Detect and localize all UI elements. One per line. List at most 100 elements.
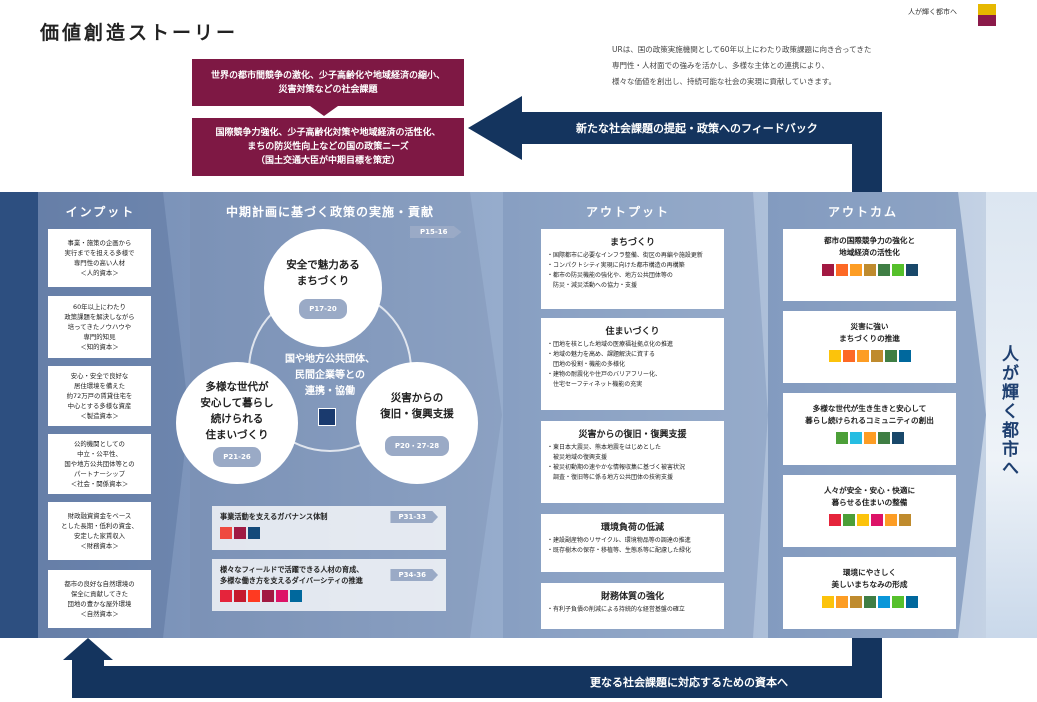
input-line: 安定した家賃収入 xyxy=(73,532,126,540)
issues-line: 災害対策などの社会課題 xyxy=(278,84,378,95)
output-card-town: まちづくり ・国際都市に必要なインフラ整備、街区の再編や施設更新 ・コンパクトシ… xyxy=(541,229,724,309)
sdg-icon xyxy=(262,590,274,602)
sdg-icon xyxy=(290,590,302,602)
sdg-icon xyxy=(849,596,862,608)
output-card-disaster: 災害からの復旧・復興支援 ・東日本大震災、熊本地震をはじめとした 被災地域の復興… xyxy=(541,421,724,503)
outcome-line: まちづくりの推進 xyxy=(839,334,900,343)
input-line: 中立・公平性、 xyxy=(77,450,122,458)
needs-line: （国土交通大臣が中期目標を策定） xyxy=(255,156,400,166)
input-line: 団地の豊かな屋外環境 xyxy=(67,600,132,608)
page-tag-mid[interactable]: P15-16 xyxy=(410,226,462,238)
input-line: 国や地方公共団体等との xyxy=(64,460,135,468)
issues-line: 世界の都市間競争の激化、少子高齢化や地域経済の縮小、 xyxy=(210,70,445,81)
sdg-icon xyxy=(220,590,232,602)
center-line: 国や地方公共団体、 xyxy=(285,354,375,365)
outcome-line: 暮らせる住まいの整備 xyxy=(831,498,908,507)
output-item: 防災・減災活動への協力・支援 xyxy=(547,282,638,289)
intro-line: 様々な価値を創出し、持続可能な社会の実現に貢献していきます。 xyxy=(612,77,837,86)
outcome-card-resilience: 災害に強い まちづくりの推進 xyxy=(783,311,956,383)
circle-line: 災害からの xyxy=(390,392,444,404)
feedback-arrow: 新たな社会課題の提起・政策へのフィードバック xyxy=(520,112,882,144)
governance-box: 事業活動を支えるガバナンス体制 P31-33 xyxy=(212,506,446,550)
output-item: ・建物の耐震化や住戸のバリアフリー化、 xyxy=(547,371,662,378)
output-item: ・被災初動期の速やかな情報収集に基づく被害状況 xyxy=(547,464,686,471)
intro-line: 専門性・人材面での強みを活かし、多様な主体との連携により、 xyxy=(612,61,829,70)
sdg-icon xyxy=(891,596,904,608)
output-card-environment: 環境負荷の低減 ・建設副産物のリサイクル、環境物品等の調達の推進 ・既存樹木の保… xyxy=(541,514,724,572)
outcome-line: 多様な世代が生き生きと安心して xyxy=(812,404,927,413)
sdg-icon xyxy=(905,264,918,276)
sdg-icon xyxy=(877,264,890,276)
input-line: 専門性の高い人材 xyxy=(73,259,126,267)
bottom-arrow-stem xyxy=(72,655,104,698)
mid-heading: 中期計画に基づく政策の実施・貢献 xyxy=(225,205,434,219)
output-item: ・建設副産物のリサイクル、環境物品等の調達の推進 xyxy=(547,537,691,544)
page-tag[interactable]: P21-26 xyxy=(213,447,261,467)
circle-line: 多様な世代が xyxy=(205,381,269,393)
page-tag[interactable]: P31-33 xyxy=(390,511,438,523)
diversity-line: 様々なフィールドで活躍できる人材の育成、 xyxy=(220,565,364,574)
sdg-icon xyxy=(891,432,904,444)
band-left-edge xyxy=(0,192,38,638)
output-item: 調査・復旧等に係る地方公共団体の技術支援 xyxy=(547,474,674,481)
output-item: ・国際都市に必要なインフラ整備、街区の再編や施設更新 xyxy=(547,252,703,259)
sdg-icon xyxy=(863,264,876,276)
output-item: ・コンパクトシティ実現に向けた都市構造の再構築 xyxy=(547,262,685,269)
sdg-icon xyxy=(835,596,848,608)
needs-line: まちの防災性向上などの国の政策ニーズ xyxy=(247,142,409,152)
intro-text: URは、国の政策実施機関として60年以上にわたり政策課題に向き合ってきた 専門性… xyxy=(612,42,942,90)
outcome-line: 都市の国際競争力の強化と xyxy=(823,236,916,245)
circle-line: 住まいづくり xyxy=(205,429,269,441)
output-heading: アウトプット xyxy=(585,205,670,219)
circle-line: 復旧・復興支援 xyxy=(380,408,454,420)
governance-label: 事業活動を支えるガバナンス体制 xyxy=(220,512,328,521)
input-line: ＜人的資本＞ xyxy=(80,269,119,277)
input-heading: インプット xyxy=(65,205,136,219)
outcome-line: 人々が安全・安心・快適に xyxy=(823,486,916,495)
capital-arrow: 更なる社会課題に対応するための資本へ xyxy=(72,666,882,698)
input-line: 居住環境を備えた xyxy=(73,382,126,390)
top-link[interactable]: 人が輝く都市へ xyxy=(908,8,957,16)
center-line: 連携・協働 xyxy=(305,386,355,397)
sdg-icon xyxy=(821,264,834,276)
sdg-icon xyxy=(220,527,232,539)
input-line: ＜社会・関係資本＞ xyxy=(70,480,129,488)
center-line: 民間企業等との xyxy=(295,370,365,381)
output-title: 環境負荷の低減 xyxy=(600,523,664,533)
outcome-card-competitiveness: 都市の国際競争力の強化と 地域経済の活性化 xyxy=(783,229,956,301)
page-tag[interactable]: P17-20 xyxy=(299,299,347,319)
input-line: ＜製造資本＞ xyxy=(80,412,119,420)
sdg-icon xyxy=(835,264,848,276)
output-title: 住まいづくり xyxy=(605,327,660,337)
input-card-natural: 都市の良好な自然環境の 保全に貢献してきた 団地の豊かな屋外環境 ＜自然資本＞ xyxy=(48,570,151,628)
output-item: ・有利子負債の削減による持続的な経営基盤の確立 xyxy=(547,606,685,613)
outcome-card-housing: 人々が安全・安心・快適に 暮らせる住まいの整備 xyxy=(783,475,956,547)
social-issues-box: 世界の都市間競争の激化、少子高齢化や地域経済の縮小、 災害対策などの社会課題 xyxy=(192,59,464,106)
input-card-intellectual: 60年以上にわたり 政策課題を解決しながら 培ってきたノウハウや 専門的知見 ＜… xyxy=(48,296,151,358)
input-line: 都市の良好な自然環境の xyxy=(64,580,135,588)
arrow-down-icon xyxy=(310,106,338,116)
sdg-icon xyxy=(248,527,260,539)
input-card-manufactured: 安心・安全で良好な 居住環境を備えた 約72万戸の賃貸住宅を 中心とする多様な資… xyxy=(48,366,151,426)
sdg-icon xyxy=(863,432,876,444)
sdg-icon xyxy=(849,264,862,276)
sdg-icon xyxy=(870,350,883,362)
circle-line: 安心して暮らし xyxy=(200,397,274,409)
sdg-icon xyxy=(849,432,862,444)
output-card-housing: 住まいづくり ・団地を核とした地域の医療福祉拠点化の推進 ・地域の魅力を高め、課… xyxy=(541,318,724,410)
input-line: ＜財務資本＞ xyxy=(80,542,119,550)
outcome-line: 地域経済の活性化 xyxy=(839,248,900,257)
page-tag[interactable]: P20・27-28 xyxy=(384,436,450,456)
sdg-icon xyxy=(884,514,897,526)
output-item: 住宅セーフティネット機能の充実 xyxy=(547,381,643,388)
intro-line: URは、国の政策実施機関として60年以上にわたり政策課題に向き合ってきた xyxy=(612,45,872,54)
outcome-heading: アウトカム xyxy=(827,205,898,219)
output-item: ・地域の魅力を高め、課題解決に資する xyxy=(547,351,656,358)
arrow-up-icon xyxy=(63,638,113,660)
circle-town-planning: 安全で魅力ある まちづくり P17-20 xyxy=(264,229,382,347)
sdg-icon xyxy=(898,350,911,362)
input-line: 安心・安全で良好な xyxy=(70,372,129,380)
arrow-left-icon xyxy=(468,96,522,160)
page-tag[interactable]: P34-36 xyxy=(390,569,438,581)
sdg-icon xyxy=(884,350,897,362)
